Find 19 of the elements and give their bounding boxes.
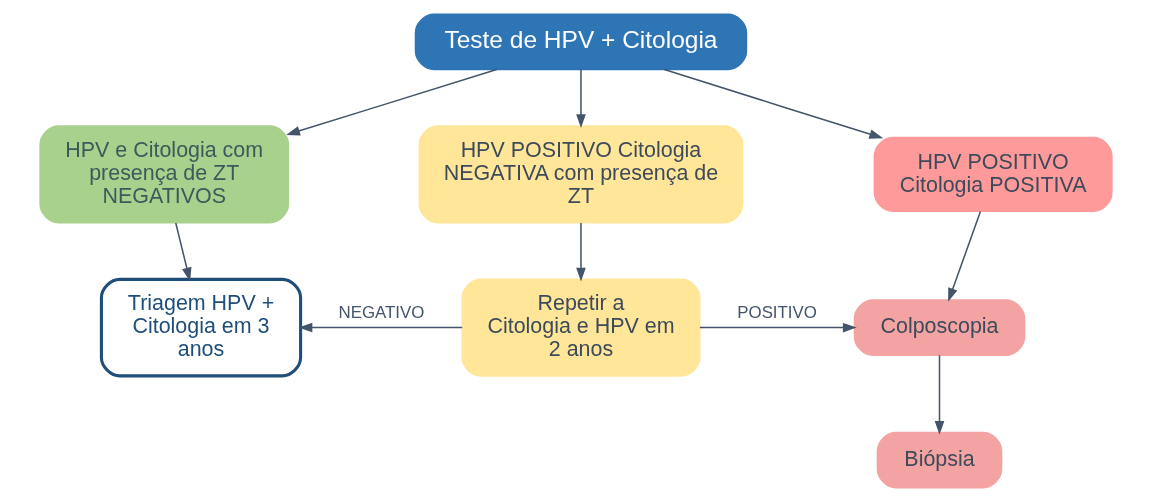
node-box: Repetir a Citologia e HPV em 2 anos (461, 278, 701, 377)
arrow (699, 322, 857, 333)
edge-label: POSITIVO (737, 303, 817, 323)
arrow (298, 322, 463, 333)
edge-label: NEGATIVO (338, 303, 425, 323)
node-box: Biópsia (876, 431, 1003, 489)
node-box: Teste de HPV + Citologia (414, 13, 748, 71)
node-box: Colposcopia (853, 299, 1026, 356)
node-box: HPV POSITIVO Citologia POSITIVA (873, 136, 1113, 212)
arrow (934, 354, 945, 435)
arrow (576, 222, 586, 282)
arrow (286, 68, 498, 136)
node-box: Triagem HPV + Citologia em 3 anos (99, 277, 303, 378)
arrow (948, 210, 982, 302)
node-box: HPV POSITIVO Citologia NEGATIVA com presença de ZT (418, 125, 744, 224)
arrow (175, 222, 192, 282)
arrow (576, 68, 586, 129)
arrow (663, 68, 884, 139)
node-box: HPV e Citologia com presença de ZT NEGATIVOS (39, 125, 290, 224)
